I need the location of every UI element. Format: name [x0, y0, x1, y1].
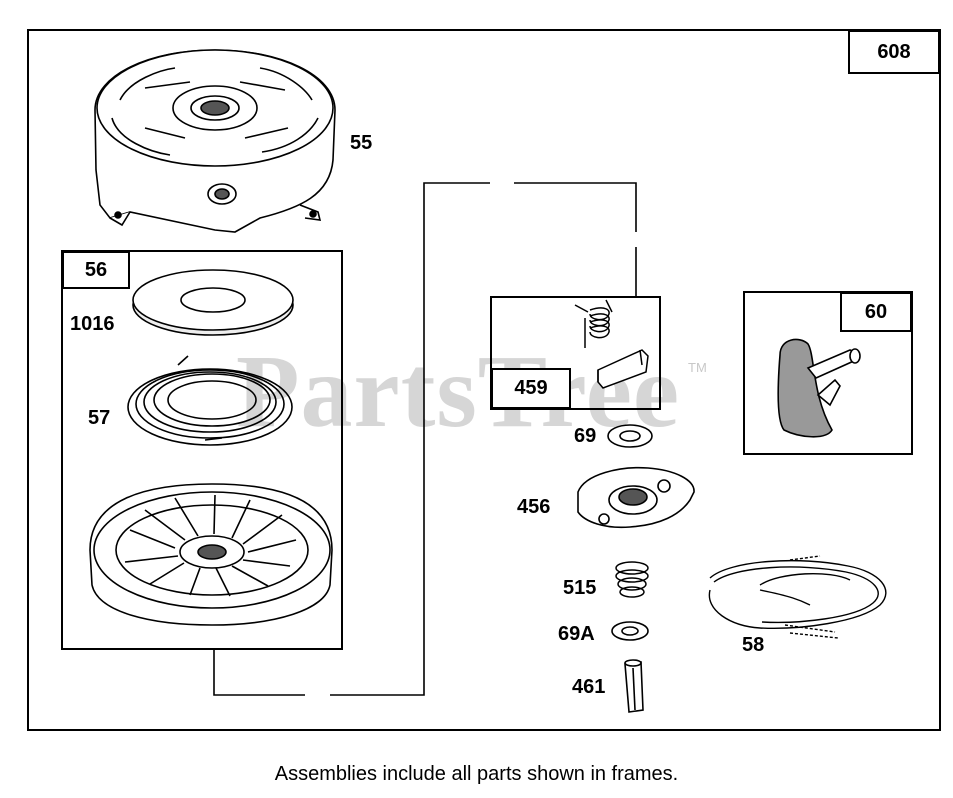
outer-frame [27, 29, 941, 731]
starter-rope-part [708, 555, 887, 639]
assembly-frame-60 [743, 291, 913, 455]
assembly-label-459: 459 [491, 368, 571, 409]
rewind-spring-part [127, 355, 293, 446]
pulley-part [89, 483, 333, 626]
blower-housing-part [94, 49, 336, 233]
starter-handle-part [777, 338, 861, 438]
watermark-trademark: TM [688, 360, 707, 375]
connector-line [213, 182, 637, 696]
washer-part-69a [611, 621, 649, 641]
assembly-label-56: 56 [62, 251, 130, 289]
pin-part-461 [624, 659, 644, 713]
watermark: PartsTree [236, 334, 681, 449]
part-label-69a: 69A [558, 623, 595, 645]
part-label-461: 461 [572, 676, 606, 698]
frame-label-608: 608 [848, 30, 940, 74]
spring-part-515 [615, 561, 649, 598]
assembly-frame-459 [490, 296, 661, 410]
pawl-dog-part [597, 349, 649, 389]
part-label-69: 69 [574, 425, 597, 447]
assembly-label-60: 60 [840, 292, 912, 332]
retainer-part-456 [577, 466, 695, 529]
part-label-456: 456 [517, 496, 551, 518]
part-label-55: 55 [350, 132, 373, 154]
part-label-515: 515 [563, 577, 597, 599]
assembly-frame-56 [61, 250, 343, 650]
part-label-57: 57 [88, 407, 111, 429]
washer-part-69 [607, 424, 653, 448]
part-label-58: 58 [742, 634, 765, 656]
pawl-spring-part [574, 299, 613, 348]
washer-part-1016 [132, 269, 294, 336]
diagram-caption: Assemblies include all parts shown in fr… [274, 763, 679, 785]
part-label-1016: 1016 [70, 313, 115, 335]
